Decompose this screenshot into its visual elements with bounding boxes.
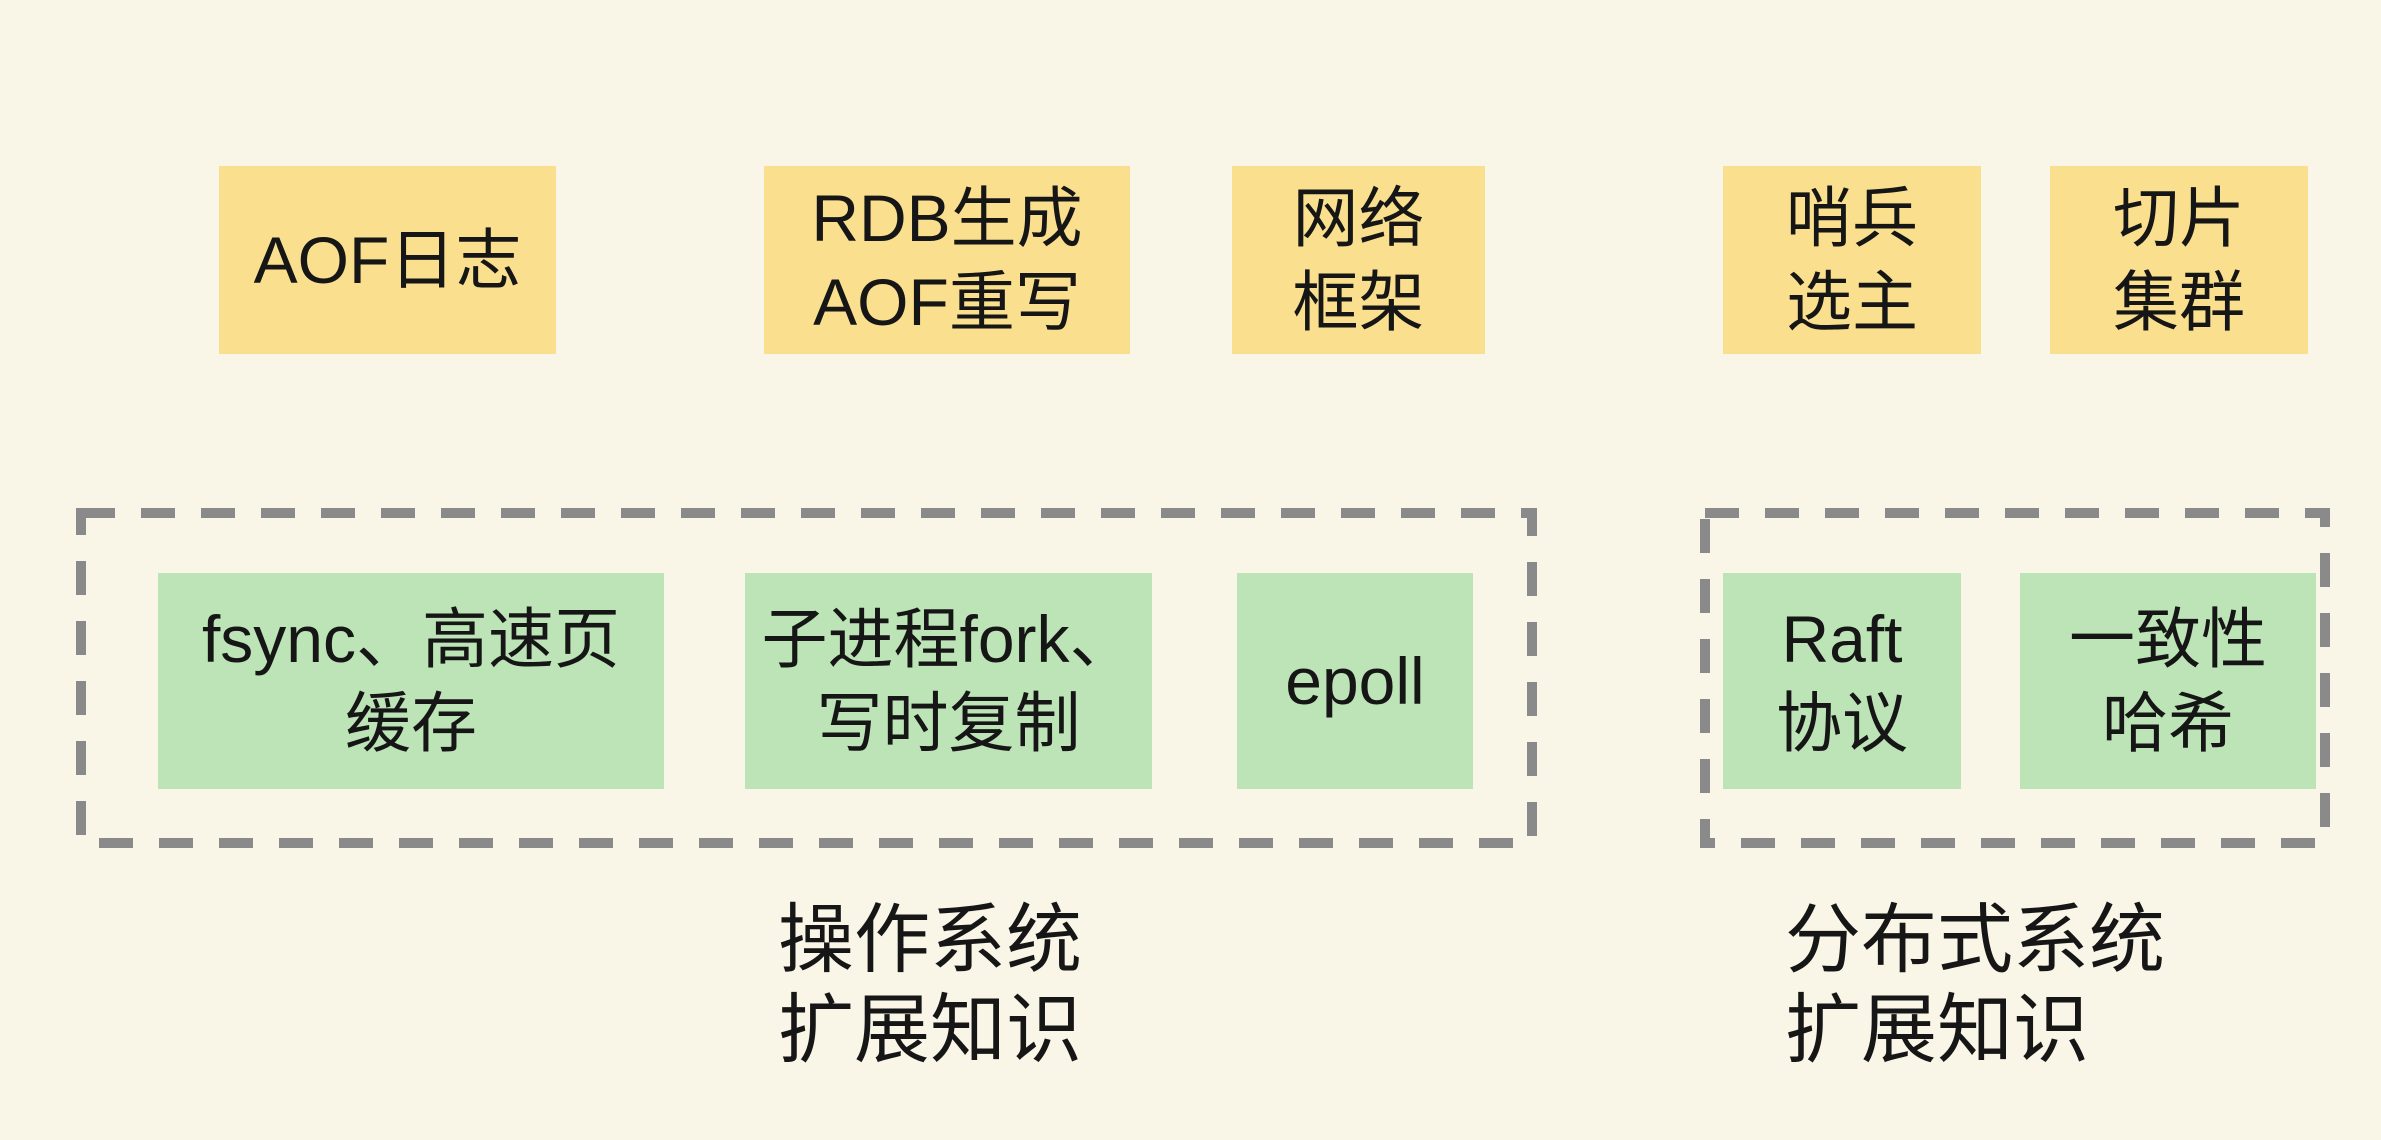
label-line: Raft [1781, 602, 1903, 676]
distributed-group-dashed-border [1700, 508, 2330, 848]
label-line: 子进程fork、 [761, 602, 1136, 676]
topic-box-label: AOF日志 [254, 218, 522, 302]
caption-line: 操作系统 [778, 898, 1082, 983]
label-line: 哈希 [2102, 686, 2234, 760]
topic-box-label: RDB生成 AOF重写 [811, 176, 1082, 344]
os-group-caption: 操作系统 扩展知识 [778, 896, 1082, 1076]
caption-line: 扩展知识 [1785, 988, 2089, 1073]
detail-box-fork-cow: 子进程fork、 写时复制 [745, 573, 1152, 789]
label-line: 网络 [1292, 181, 1425, 255]
detail-box-raft-protocol: Raft 协议 [1723, 573, 1961, 789]
label-line: fsync、高速页 [201, 602, 621, 676]
label-line: 集群 [2113, 265, 2245, 339]
label-line: AOF日志 [253, 223, 522, 297]
label-line: 协议 [1776, 686, 1908, 760]
detail-box-label: fsync、高速页 缓存 [202, 597, 620, 765]
label-line: 写时复制 [816, 686, 1081, 760]
topic-box-sentinel-election: 哨兵 选主 [1723, 166, 1981, 354]
distributed-group-caption: 分布式系统 扩展知识 [1785, 896, 2165, 1076]
topic-box-label: 网络 框架 [1293, 176, 1425, 344]
label-line: RDB生成 [811, 181, 1083, 255]
topic-box-label: 哨兵 选主 [1786, 176, 1918, 344]
detail-box-label: 子进程fork、 写时复制 [761, 597, 1135, 765]
caption-line: 扩展知识 [778, 988, 1082, 1073]
topic-box-network-framework: 网络 框架 [1232, 166, 1485, 354]
detail-box-label: epoll [1285, 639, 1424, 723]
detail-box-consistent-hash: 一致性 哈希 [2020, 573, 2316, 789]
label-line: 切片 [2113, 181, 2245, 255]
label-line: epoll [1285, 644, 1425, 718]
topic-box-aof-log: AOF日志 [219, 166, 556, 354]
detail-box-epoll: epoll [1237, 573, 1473, 789]
topic-box-sharded-cluster: 切片 集群 [2050, 166, 2308, 354]
label-line: 框架 [1292, 265, 1425, 339]
detail-box-fsync-page-cache: fsync、高速页 缓存 [158, 573, 664, 789]
label-line: AOF重写 [813, 265, 1081, 339]
label-line: 一致性 [2069, 602, 2267, 676]
label-line: 选主 [1786, 265, 1918, 339]
label-line: 哨兵 [1786, 181, 1918, 255]
detail-box-label: 一致性 哈希 [2069, 597, 2267, 765]
caption-line: 分布式系统 [1785, 898, 2165, 983]
detail-box-label: Raft 协议 [1776, 597, 1908, 765]
topic-box-label: 切片 集群 [2113, 176, 2245, 344]
topic-box-rdb-aof-rewrite: RDB生成 AOF重写 [764, 166, 1130, 354]
label-line: 缓存 [344, 686, 477, 760]
os-group-dashed-border [76, 508, 1537, 848]
